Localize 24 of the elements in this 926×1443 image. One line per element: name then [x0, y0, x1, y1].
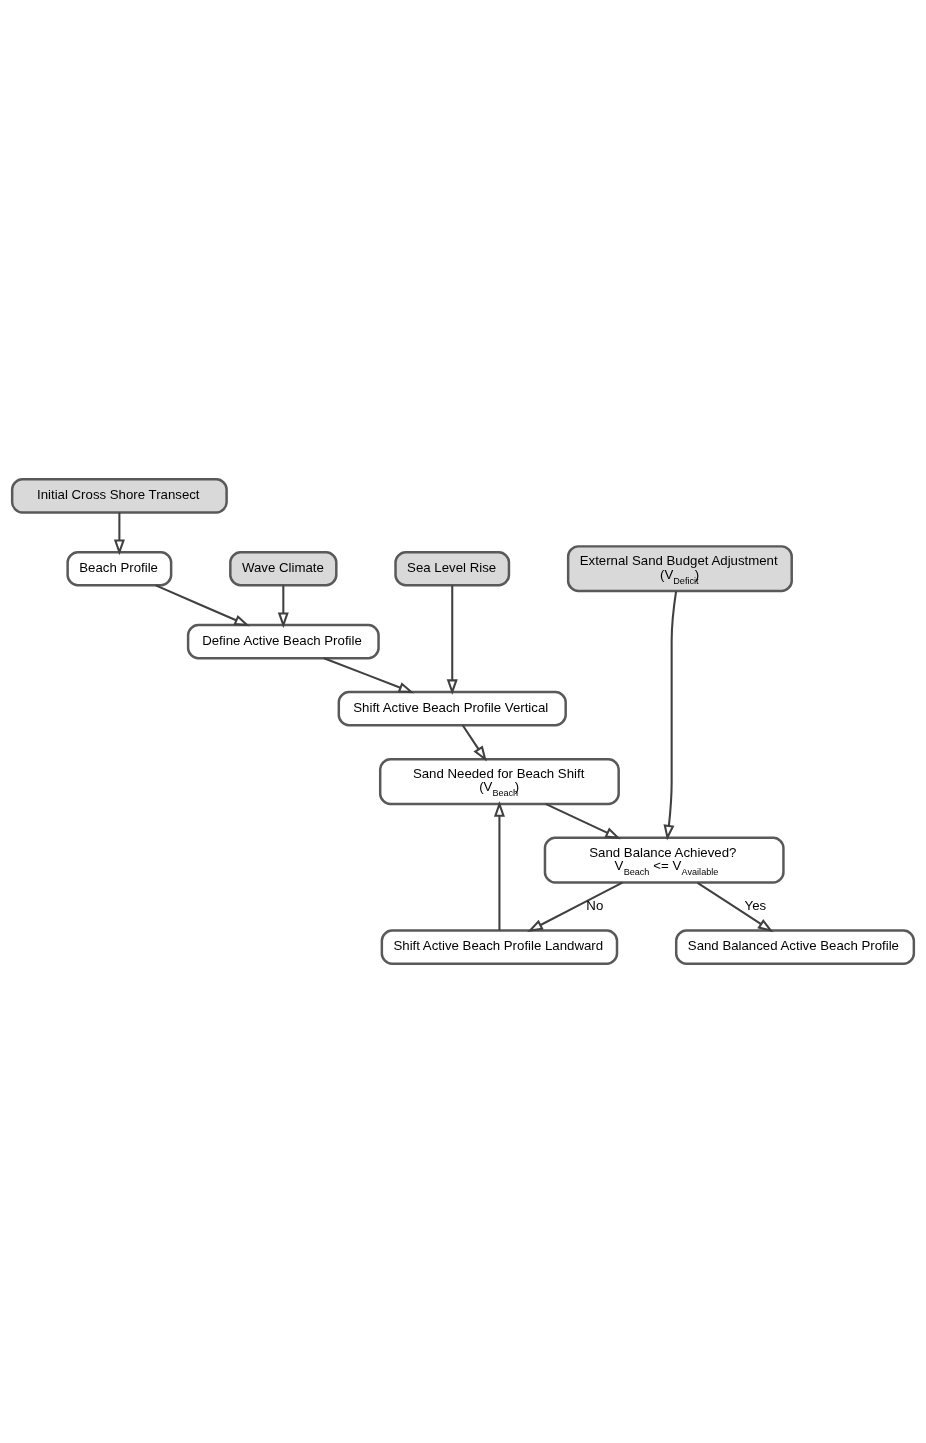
node-box: External Sand Budget Adjustment (V$_{Deficit}$) — [566, 545, 793, 593]
arrow — [493, 801, 505, 931]
node-box: Sand Balance Achieved? V$_{Beach}$ <= V$_{Available}$ — [543, 836, 785, 884]
node-box: Sand Balanced Active Beach Profile — [674, 929, 916, 965]
node-box: Define Active Beach Profile — [186, 623, 380, 660]
node-box: Sand Needed for Beach Shift (V$_{Beach}$) — [378, 757, 620, 806]
arrow — [323, 657, 415, 694]
edge-label: Yes — [744, 897, 767, 913]
edge-label: No — [586, 897, 604, 913]
arrow — [155, 584, 250, 627]
arrow — [113, 512, 125, 556]
arrow — [527, 881, 623, 932]
arrow — [697, 881, 774, 933]
arrow — [663, 591, 678, 841]
node-box: Shift Active Beach Profile Landward — [380, 929, 619, 965]
node-box: Initial Cross Shore Transect — [10, 478, 228, 514]
arrow — [277, 585, 289, 629]
node-box: Shift Active Beach Profile Vertical — [337, 690, 567, 727]
arrow — [545, 802, 621, 840]
node-box: Wave Climate — [229, 550, 338, 587]
node-box: Sea Level Rise — [394, 550, 511, 587]
node-box: Beach Profile — [66, 550, 173, 587]
arrow — [461, 724, 487, 762]
arrow — [446, 585, 458, 696]
